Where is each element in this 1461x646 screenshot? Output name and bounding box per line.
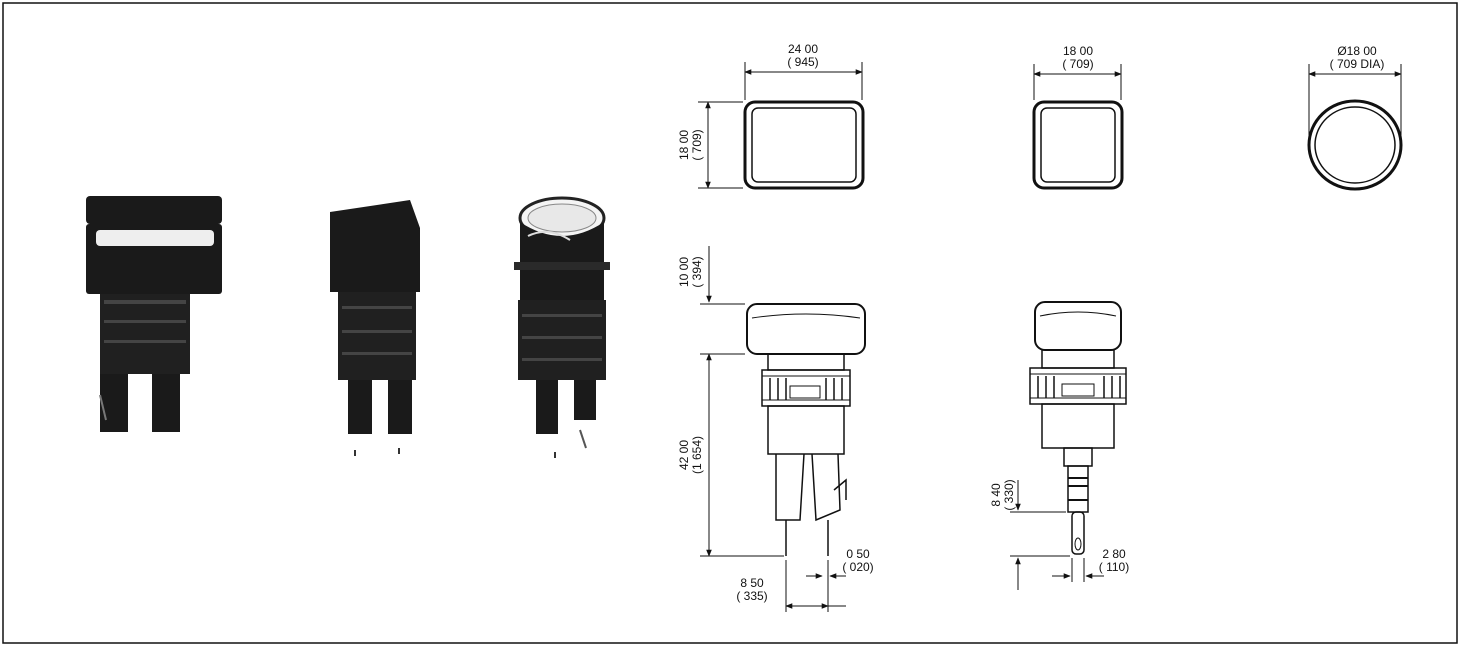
square-switch-photo (330, 200, 420, 456)
cap-height-mm: 10 00 (677, 257, 691, 287)
pin-spacing-mm: 8 50 (740, 576, 764, 590)
side-view-terminal (1010, 301, 1127, 590)
round-diameter-mm: Ø18 00 (1337, 44, 1377, 58)
round-diameter-inch: ( 709 DIA) (1330, 57, 1385, 71)
terminal-width-inch: ( 110) (1099, 560, 1129, 574)
rect-height-mm: 18 00 (677, 130, 691, 160)
square-top-view (1032, 64, 1124, 190)
rectangular-switch-photo (86, 196, 222, 432)
rect-height-inch: ( 709) (690, 129, 704, 160)
square-width-mm: 18 00 (1063, 44, 1093, 58)
terminal-length-mm: 8 40 (989, 483, 1003, 507)
body-length-inch: (1 654) (690, 436, 704, 474)
pin-spacing-inch: ( 335) (736, 589, 767, 603)
terminal-width-mm: 2 80 (1102, 547, 1126, 561)
rect-top-view (698, 62, 865, 190)
round-switch-photo (514, 196, 610, 458)
cap-height-inch: ( 394) (690, 256, 704, 287)
body-length-mm: 42 00 (677, 440, 691, 470)
rect-width-inch: ( 945) (787, 55, 818, 69)
terminal-length-inch: ( 330) (1002, 479, 1016, 510)
pin-thickness-mm: 0 50 (846, 547, 870, 561)
rect-width-mm: 24 00 (788, 42, 818, 56)
pin-thickness-inch: ( 020) (842, 560, 873, 574)
square-width-inch: ( 709) (1062, 57, 1093, 71)
round-top-view (1307, 64, 1403, 191)
side-view-pins (700, 246, 866, 612)
